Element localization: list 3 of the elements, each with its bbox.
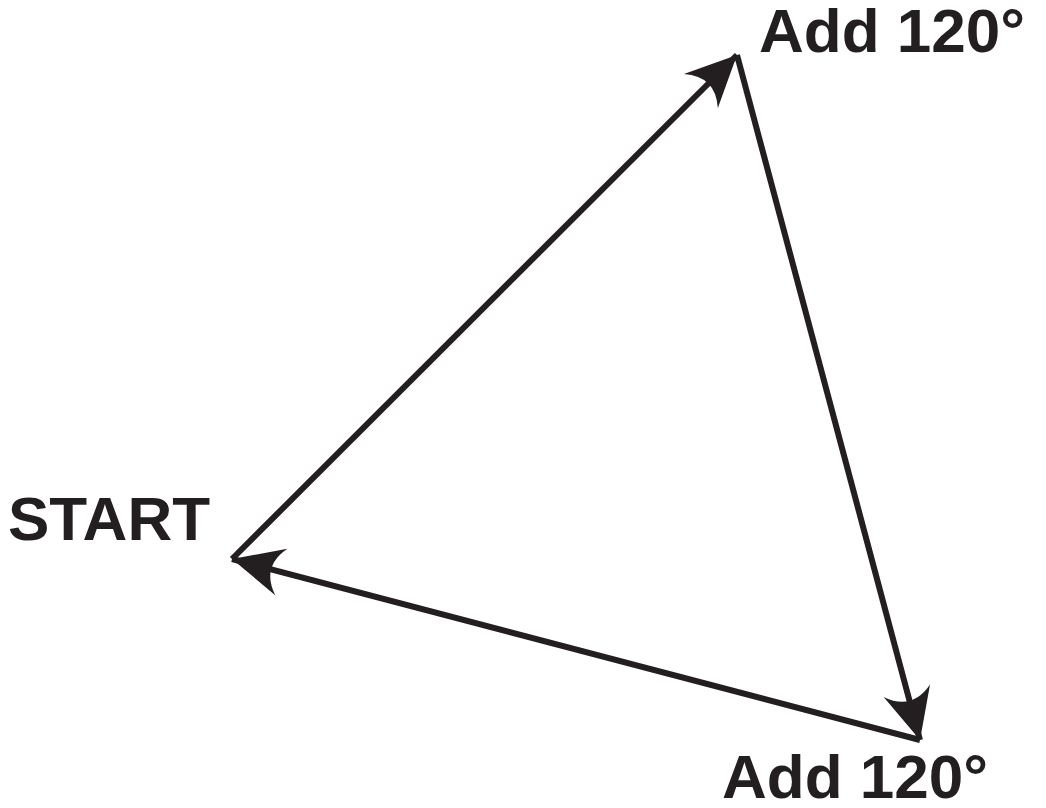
vertex-label: START xyxy=(8,488,212,555)
vertex-label: Add 120° xyxy=(758,0,1026,57)
vertex-label: Add 120° xyxy=(722,741,989,808)
